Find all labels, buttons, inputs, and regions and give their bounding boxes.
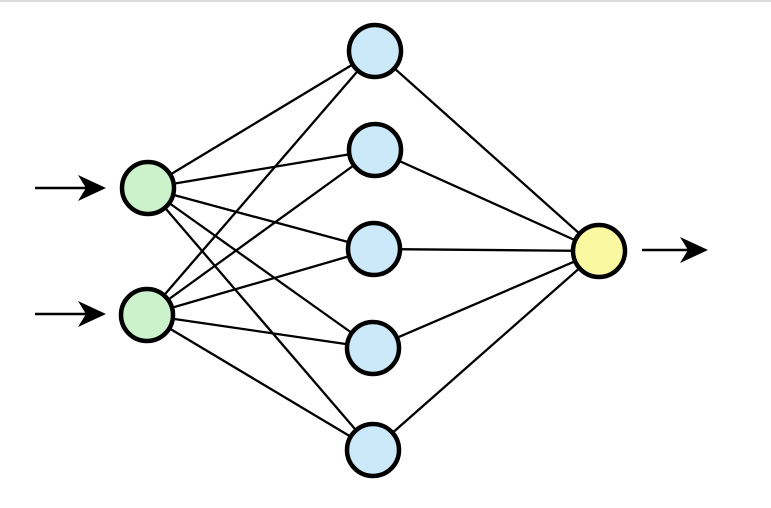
input-arrow-2-head-icon (78, 301, 106, 327)
edge-i1-h5 (147, 187, 374, 451)
edge-i2-h4 (146, 313, 374, 350)
input-arrow-2 (35, 301, 106, 327)
edge-i1-h4 (147, 187, 374, 349)
hidden-node-2 (346, 121, 404, 179)
output-arrow-1-head-icon (680, 237, 708, 263)
hidden-node-1 (346, 22, 404, 80)
hidden-node-5 (344, 421, 402, 479)
hidden-node-3 (345, 220, 403, 278)
input-arrow-1-head-icon (78, 175, 106, 201)
edge-h1-o1 (374, 50, 600, 252)
output-arrow-1 (642, 237, 708, 263)
edge-h5-o1 (372, 250, 600, 451)
edge-h2-o1 (374, 148, 600, 253)
hidden-node-4 (344, 319, 402, 377)
edge-i1-h3 (147, 186, 375, 251)
edge-i1-h2 (147, 148, 376, 190)
edge-h4-o1 (372, 249, 600, 350)
edge-i2-h3 (146, 247, 375, 317)
edge-h3-o1 (373, 247, 600, 253)
top-border-line (0, 0, 771, 2)
input-node-1 (119, 159, 177, 217)
edge-i2-h5 (146, 314, 374, 451)
input-arrow-1 (35, 175, 106, 201)
edge-i2-h1 (146, 50, 376, 316)
output-node-1 (570, 222, 628, 280)
edge-i2-h2 (146, 149, 376, 316)
input-node-2 (118, 286, 176, 344)
edge-i1-h1 (147, 50, 376, 189)
